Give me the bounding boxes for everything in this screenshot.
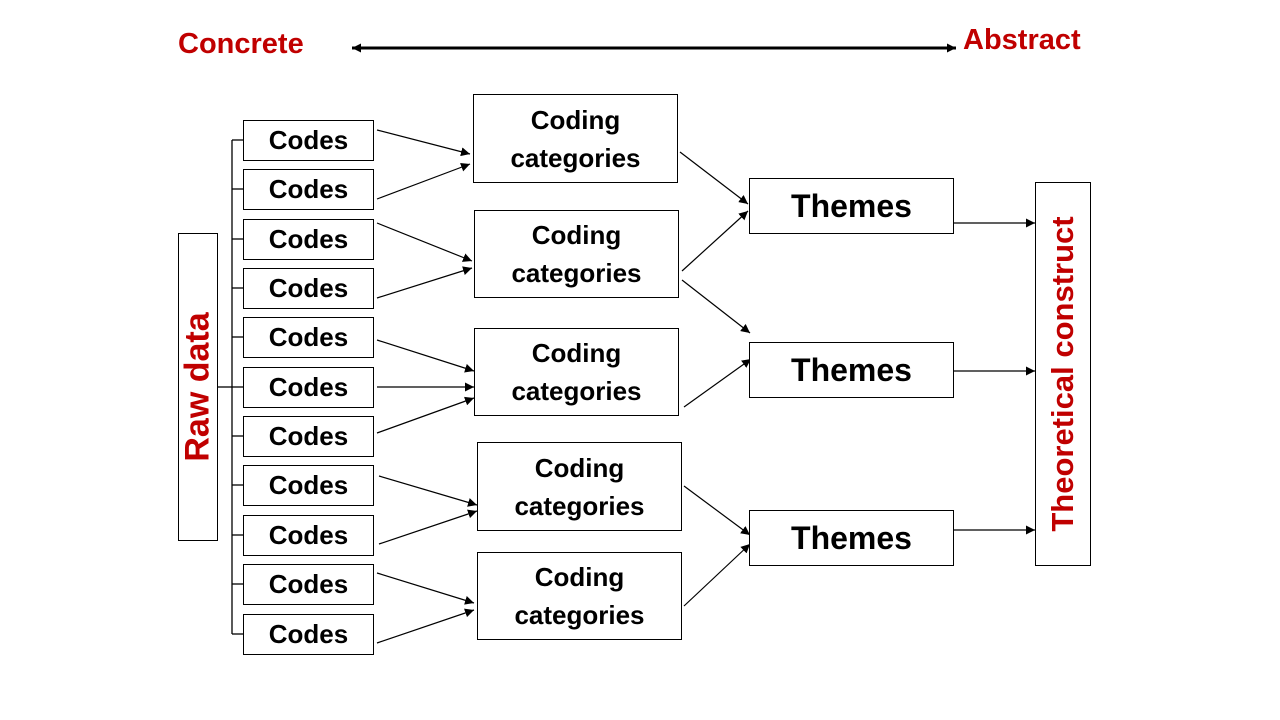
code-box: Codes <box>243 465 374 506</box>
code-label: Codes <box>268 224 349 254</box>
abstract-label: Abstract <box>963 24 1081 56</box>
code-label: Codes <box>268 322 349 352</box>
coding-category-box: Coding categories <box>477 442 682 531</box>
theme-label: Themes <box>791 519 912 556</box>
raw-data-label: Raw data <box>178 312 217 462</box>
theme-box: Themes <box>749 178 954 234</box>
code-box: Codes <box>243 416 374 457</box>
coding-category-label: Coding categories <box>510 104 641 173</box>
theme-label: Themes <box>791 187 912 224</box>
raw-data-box: Raw data <box>178 233 218 541</box>
theme-box: Themes <box>749 342 954 398</box>
code-label: Codes <box>268 372 349 402</box>
concrete-label: Concrete <box>178 28 304 60</box>
code-label: Codes <box>268 273 349 303</box>
categories-to-themes-arrows <box>679 151 752 607</box>
code-box: Codes <box>243 219 374 260</box>
code-label: Codes <box>268 470 349 500</box>
code-label: Codes <box>268 520 349 550</box>
code-box: Codes <box>243 564 374 605</box>
theme-box: Themes <box>749 510 954 566</box>
code-label: Codes <box>268 421 349 451</box>
coding-category-box: Coding categories <box>474 328 679 416</box>
codes-to-categories-arrows <box>376 129 478 644</box>
code-box: Codes <box>243 317 374 358</box>
theoretical-construct-box: Theoretical construct <box>1035 182 1091 566</box>
coding-category-label: Coding categories <box>514 452 645 521</box>
theoretical-construct-label: Theoretical construct <box>1045 216 1080 532</box>
code-box: Codes <box>243 120 374 161</box>
code-label: Codes <box>268 569 349 599</box>
code-label: Codes <box>268 174 349 204</box>
code-box: Codes <box>243 614 374 655</box>
code-box: Codes <box>243 268 374 309</box>
coding-category-box: Coding categories <box>473 94 678 183</box>
code-label: Codes <box>268 619 349 649</box>
code-label: Codes <box>268 125 349 155</box>
code-box: Codes <box>243 169 374 210</box>
raw-data-bracket <box>218 139 244 635</box>
code-box: Codes <box>243 515 374 556</box>
coding-category-label: Coding categories <box>511 220 642 288</box>
themes-to-construct-arrows <box>954 218 1035 535</box>
coding-category-box: Coding categories <box>477 552 682 640</box>
coding-category-label: Coding categories <box>514 562 645 630</box>
coding-category-label: Coding categories <box>511 338 642 406</box>
coding-category-box: Coding categories <box>474 210 679 298</box>
code-box: Codes <box>243 367 374 408</box>
theme-label: Themes <box>791 351 912 388</box>
